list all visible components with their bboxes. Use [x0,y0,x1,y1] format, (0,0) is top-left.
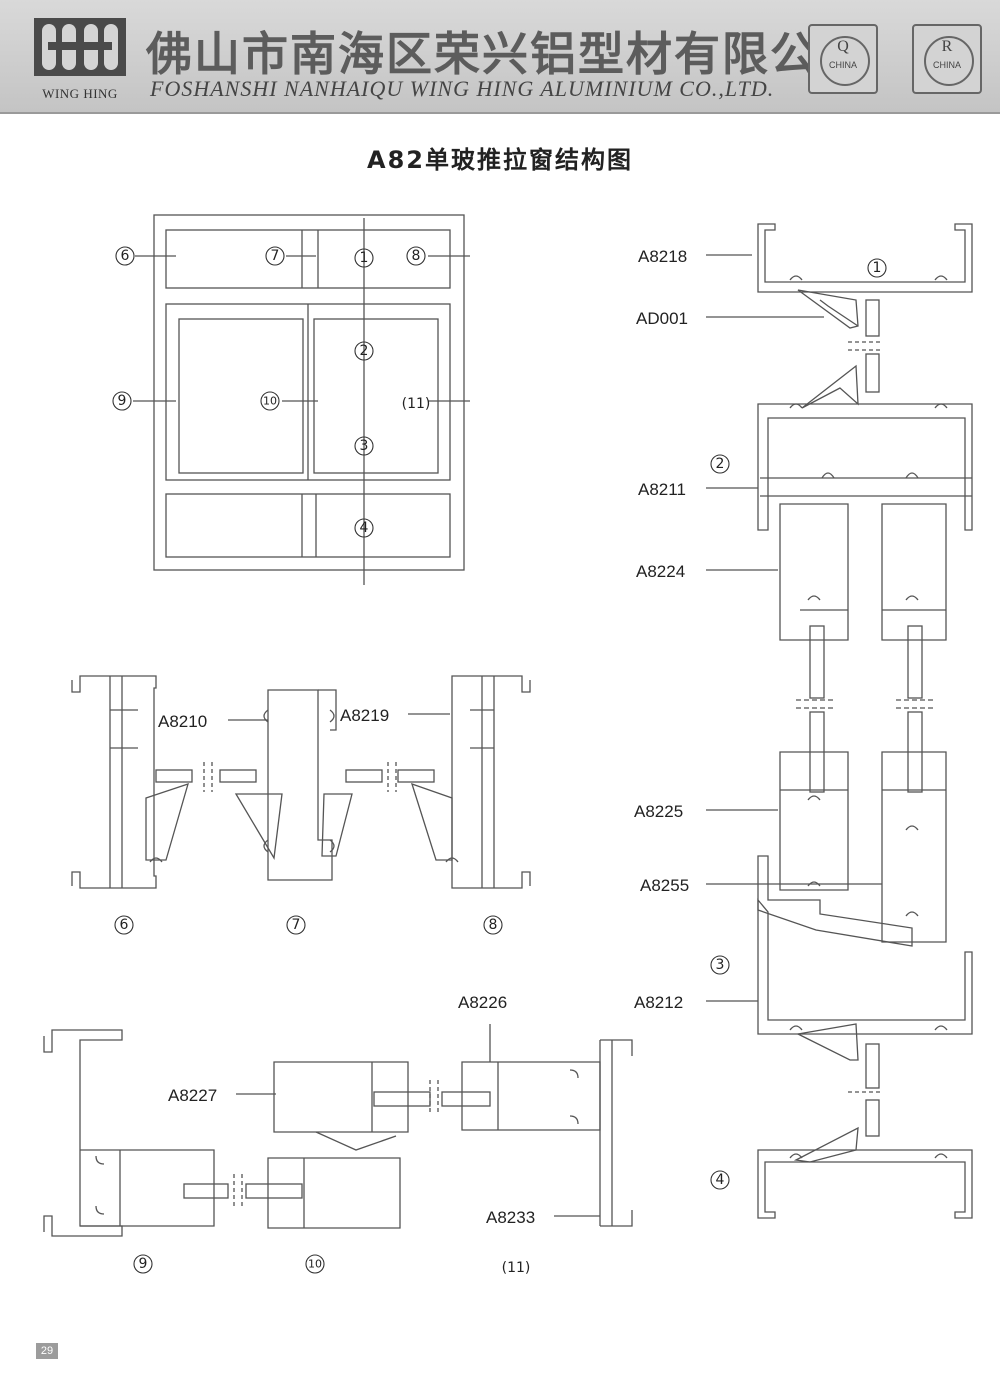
registered-badge-ring-icon [924,36,974,86]
label-a8210: A8210 [158,712,207,731]
page-header: WING HING 佛山市南海区荣兴铝型材有限公司 FOSHANSHI NANH… [0,0,1000,114]
callout-10: 10 [263,395,277,408]
right-callout-4: 4 [716,1172,725,1188]
label-ad001: AD001 [636,309,688,328]
label-a8225: A8225 [634,802,683,821]
callout-4: 4 [360,520,369,536]
right-callout-2: 2 [716,456,725,472]
callout-circles [112,246,887,1274]
bottom-callout-11: (11) [502,1260,531,1276]
mid-callout-8: 8 [489,917,498,933]
company-logo-icon [34,18,126,76]
mid-callout-6: 6 [120,917,129,933]
right-callout-circle-2-icon [710,454,730,474]
mid-callout-circle-7-icon [286,915,306,935]
label-a8226: A8226 [458,993,507,1012]
callout-7: 7 [271,248,280,264]
callout-circle-10-icon [260,391,280,411]
vertical-section-drawing [706,223,973,1219]
page-title: A82单玻推拉窗结构图 [367,146,633,174]
callout-1: 1 [360,250,369,266]
right-callout-circle-1-icon [867,258,887,278]
horizontal-section-drawing-lower [43,1024,633,1237]
label-a8219: A8219 [340,706,389,725]
logo-text: WING HING [42,86,118,101]
company-name-english: FOSHANSHI NANHAIQU WING HING ALUMINIUM C… [150,76,775,101]
right-callout-3: 3 [716,957,725,973]
label-a8211: A8211 [638,480,686,499]
callout-circle-2-icon [354,341,374,361]
callout-circle-4-icon [354,518,374,538]
callout-circle-6-icon [115,246,135,266]
callout-3: 3 [360,438,369,454]
mid-callout-circle-6-icon [114,915,134,935]
quality-badge-letter: Q [837,38,849,55]
callout-6: 6 [121,248,130,264]
registered-badge: R CHINA [912,24,982,94]
callout-circle-3-icon [354,436,374,456]
horizontal-section-drawing-upper [71,675,531,889]
label-a8233: A8233 [486,1208,535,1227]
quality-badge-ring-icon [820,36,870,86]
label-a8224: A8224 [636,562,685,581]
callout-circle-8-icon [406,246,426,266]
quality-badge-sub: CHINA [828,60,857,70]
callout-9: 9 [118,393,127,409]
company-name-chinese: 佛山市南海区荣兴铝型材有限公司 [146,27,866,81]
right-callout-circle-4-icon [710,1170,730,1190]
window-elevation [133,214,470,585]
mid-callout-circle-8-icon [483,915,503,935]
registered-badge-sub: CHINA [932,60,961,70]
quality-badge: Q CHINA [808,24,878,94]
callout-circle-1-icon [354,248,374,268]
right-callout-circle-3-icon [710,955,730,975]
page-number: 29 [36,1343,58,1359]
bottom-callout-circle-9-icon [133,1254,153,1274]
callout-11: (11) [402,396,431,412]
bottom-callout-10: 10 [308,1258,322,1271]
bottom-callout-circle-10-icon [305,1254,325,1274]
registered-badge-letter: R [941,38,953,55]
callout-8: 8 [412,248,421,264]
label-a8255: A8255 [640,876,689,895]
right-callout-1: 1 [873,260,882,276]
callout-2: 2 [360,343,369,359]
label-a8212: A8212 [634,993,683,1012]
callout-circle-9-icon [112,391,132,411]
label-a8227: A8227 [168,1086,217,1105]
callout-circle-7-icon [265,246,285,266]
mid-callout-7: 7 [292,917,301,933]
label-a8218: A8218 [638,247,687,266]
bottom-callout-9: 9 [139,1256,148,1272]
